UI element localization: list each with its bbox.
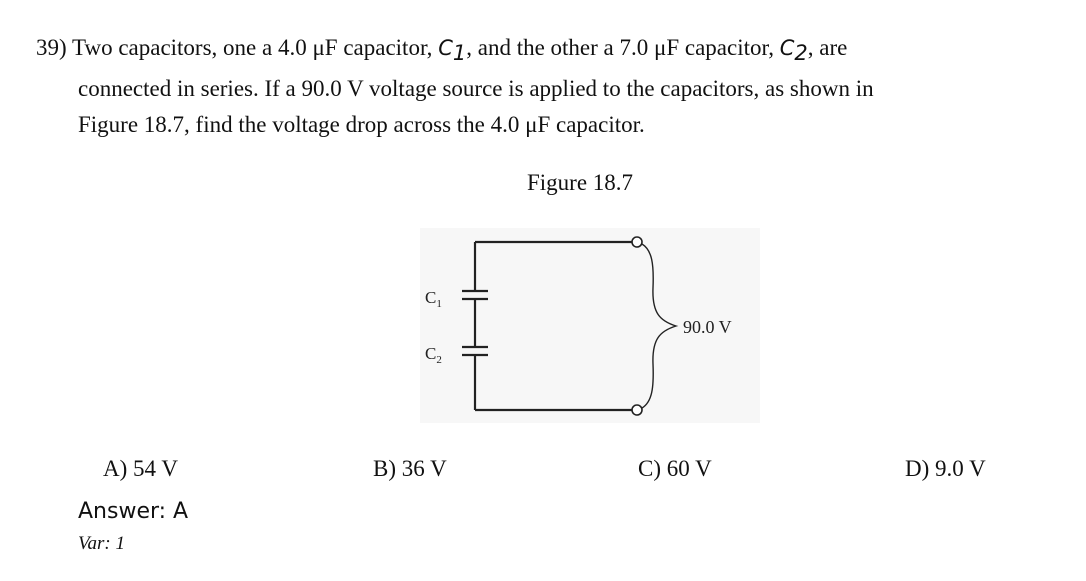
- top-terminal: [631, 236, 643, 248]
- choice-a: A) 54 V: [103, 456, 178, 481]
- c1-subscript: 1: [452, 41, 467, 65]
- choice-c: C) 60 V: [638, 456, 712, 481]
- question-line-2: connected in series. If a 90.0 V voltage…: [78, 76, 874, 101]
- question-line-3: Figure 18.7, find the voltage drop acros…: [78, 112, 645, 137]
- capacitor-c1-symbol: C1: [438, 36, 466, 65]
- question-number: 39): [36, 35, 67, 60]
- figure-caption: Figure 18.7: [527, 170, 634, 195]
- bottom-terminal: [631, 404, 643, 416]
- choice-b: B) 36 V: [373, 456, 447, 481]
- answer-line: Answer: A: [78, 499, 189, 524]
- question-text-part: , are: [807, 35, 848, 60]
- c1-letter: C: [438, 36, 453, 60]
- c1-label: C1: [425, 288, 442, 310]
- voltage-label: 90.0 V: [683, 317, 732, 337]
- var-line: Var: 1: [78, 533, 125, 554]
- c2-letter: C: [779, 36, 795, 60]
- capacitor-c2-symbol: C2: [779, 36, 808, 65]
- circuit-diagram: C1 C2 90.0 V: [420, 228, 760, 423]
- question-text-part: , and the other a 7.0 μF capacitor,: [466, 35, 780, 60]
- c2-label: C2: [425, 344, 442, 366]
- c2-subscript: 2: [794, 41, 808, 65]
- voltage-brace: [641, 243, 679, 409]
- question-text-part: Two capacitors, one a 4.0 μF capacitor,: [72, 35, 439, 60]
- choice-d: D) 9.0 V: [905, 456, 986, 481]
- question-line-1: 39) Two capacitors, one a 4.0 μF capacit…: [36, 30, 1046, 71]
- question-text: 39) Two capacitors, one a 4.0 μF capacit…: [36, 30, 1046, 143]
- circuit-svg: C1 C2 90.0 V: [425, 236, 732, 416]
